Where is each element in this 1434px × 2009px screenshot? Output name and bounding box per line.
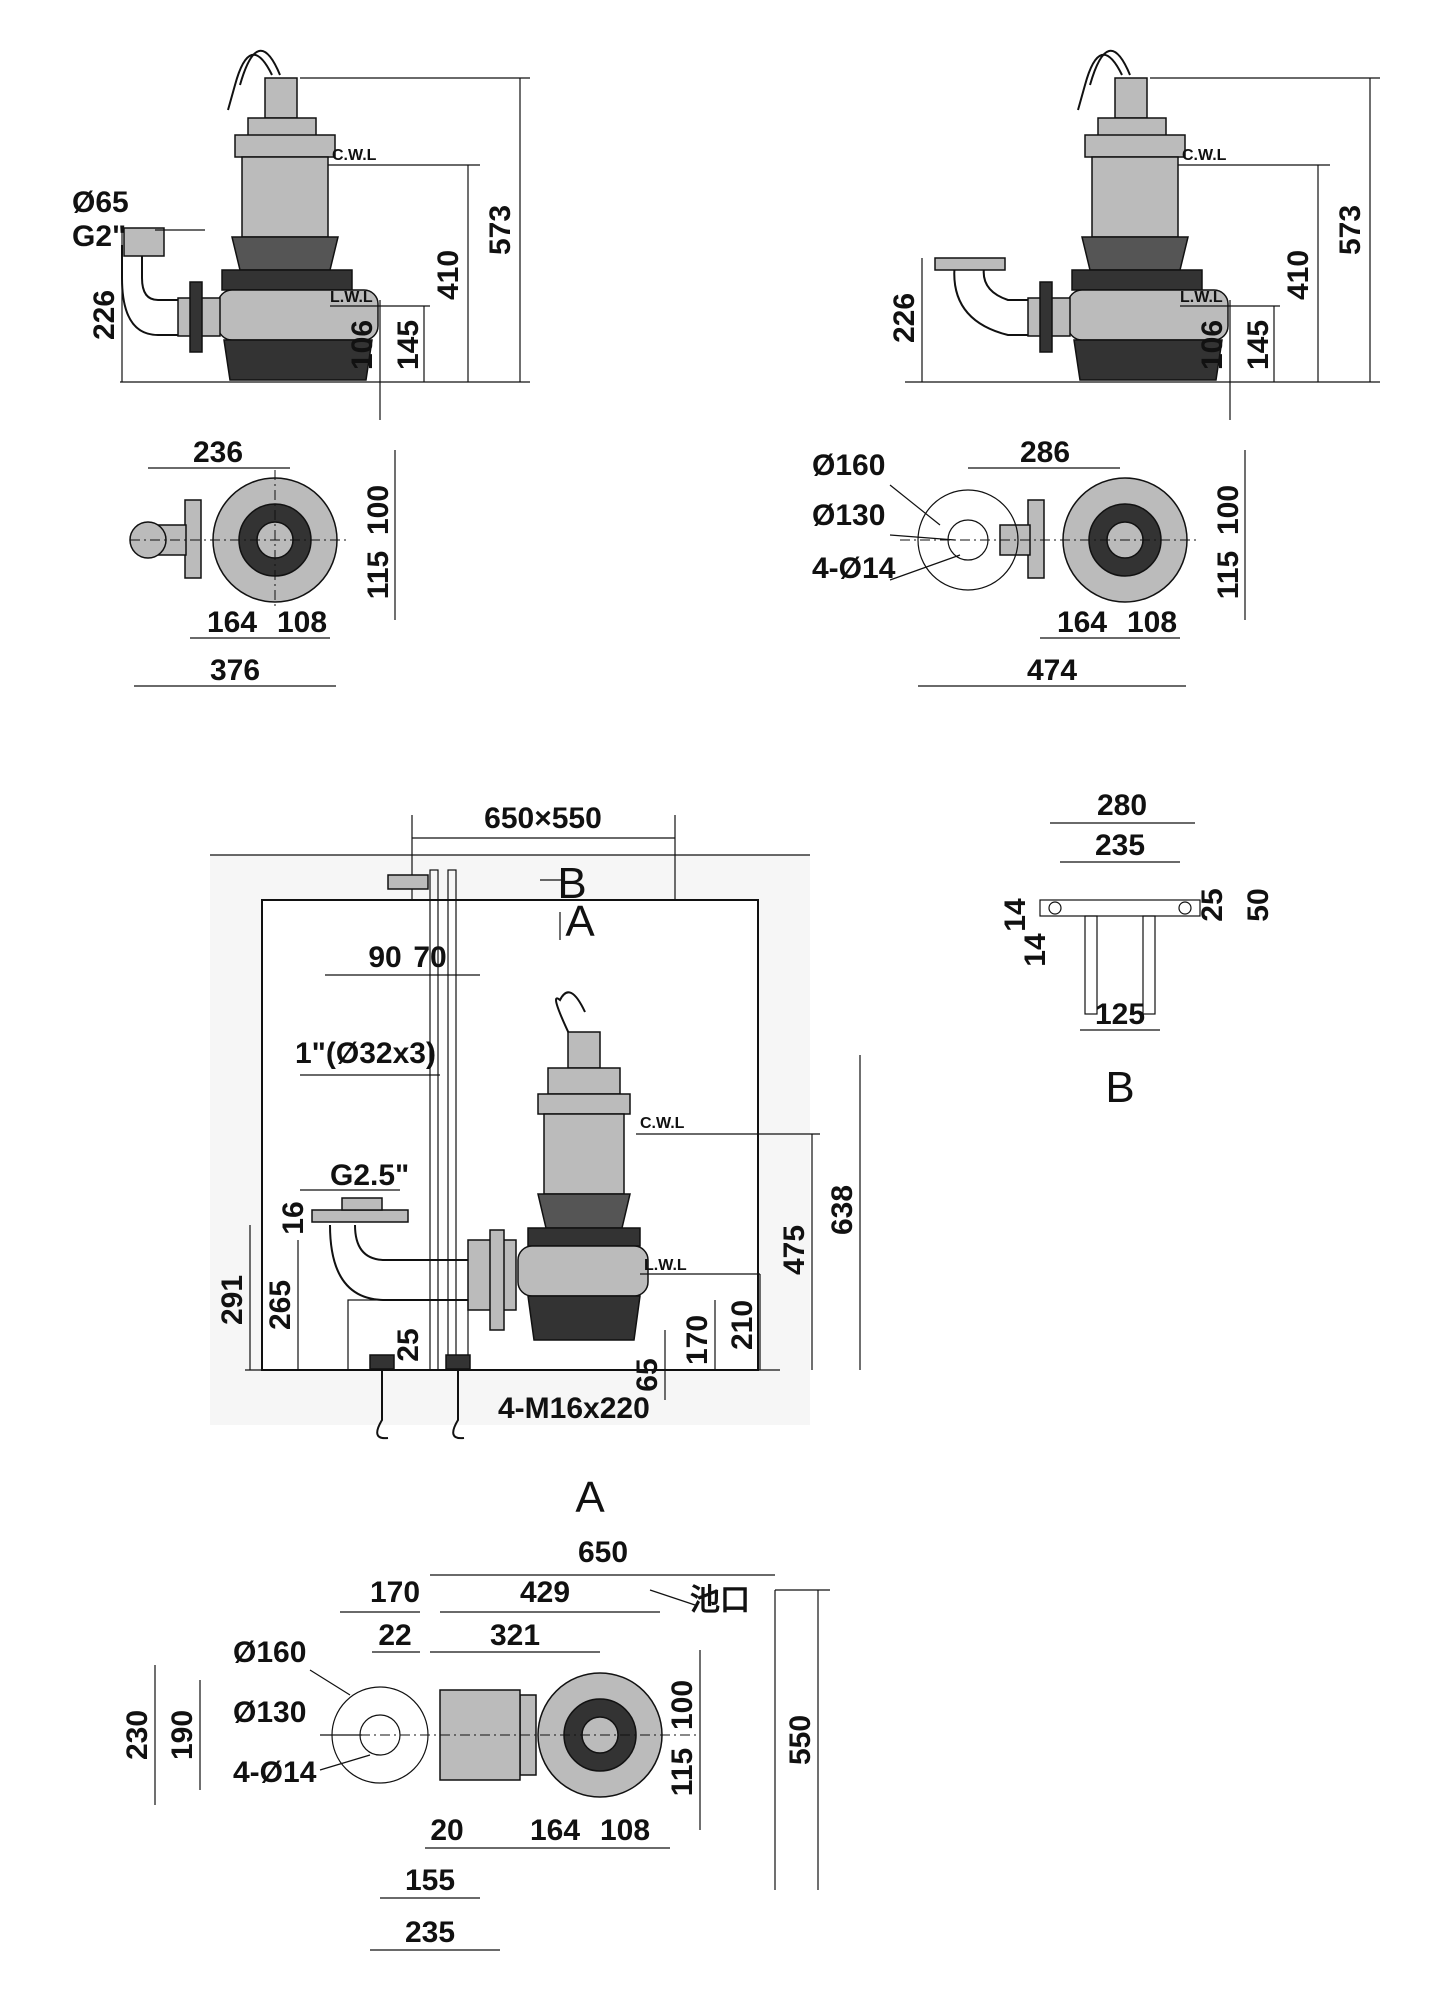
dim-235: 235: [1095, 829, 1145, 862]
dim-164: 164: [207, 606, 257, 639]
dim-106: 106: [346, 320, 379, 370]
dim-108: 108: [1127, 606, 1177, 639]
label-g2: G2": [72, 220, 126, 253]
cwl-label: C.W.L: [332, 147, 377, 164]
dim-108: 108: [277, 606, 327, 639]
dim-164: 164: [530, 1814, 580, 1847]
dim-16: 16: [277, 1201, 310, 1234]
dim-115: 115: [666, 1748, 699, 1796]
detail-b-view: 280 235 125 25 50 14 14 B: [999, 789, 1275, 1112]
dim-230: 230: [121, 1710, 154, 1760]
dim-190: 190: [166, 1710, 199, 1760]
pit-section-view: 650×550 B A 90 70 1"(Ø32x3) C.W.L L.W.L: [210, 802, 861, 1440]
label-phi130: Ø130: [812, 499, 885, 532]
dim-145: 145: [392, 320, 425, 370]
plan-view-right: 286 Ø160 Ø130 4-Ø14 100 115 164 108 474: [812, 436, 1246, 687]
dim-22: 22: [378, 1619, 411, 1652]
plan-view-left: 236 100 115 164 108 376: [129, 436, 396, 687]
label-phi65: Ø65: [72, 186, 129, 219]
dim-25: 25: [1196, 888, 1229, 921]
dim-65: 65: [631, 1358, 664, 1391]
dim-100: 100: [362, 485, 395, 535]
label-phi130: Ø130: [233, 1696, 306, 1729]
label-g25: G2.5": [330, 1159, 409, 1192]
dim-235: 235: [405, 1916, 455, 1949]
lwl-label: L.W.L: [330, 289, 373, 306]
elevation-view-left: C.W.L L.W.L 573 410 145 106 226 Ø65 G2": [72, 50, 530, 420]
dim-108: 108: [600, 1814, 650, 1847]
lwl-label: L.W.L: [1180, 289, 1223, 306]
dim-125: 125: [1095, 998, 1145, 1031]
dim-115: 115: [362, 551, 395, 599]
detail-b-title: B: [1105, 1063, 1134, 1112]
dim-638: 638: [826, 1185, 859, 1235]
dim-20: 20: [430, 1814, 463, 1847]
dim-410: 410: [1282, 250, 1315, 300]
dim-100: 100: [1212, 485, 1245, 535]
label-pipe-1in: 1"(Ø32x3): [295, 1037, 436, 1070]
view-a-plan: A 650 429 170 22 321 池口 Ø160 Ø130 4-Ø14: [121, 1473, 830, 1951]
dim-70: 70: [413, 941, 446, 974]
dim-90: 90: [368, 941, 401, 974]
dim-164: 164: [1057, 606, 1107, 639]
dim-14a: 14: [999, 898, 1032, 932]
dim-286: 286: [1020, 436, 1070, 469]
dim-573: 573: [1334, 205, 1367, 255]
dim-280: 280: [1097, 789, 1147, 822]
dim-236: 236: [193, 436, 243, 469]
dim-550: 550: [784, 1715, 817, 1765]
dim-50: 50: [1242, 888, 1275, 921]
dim-210: 210: [726, 1300, 759, 1350]
dim-106: 106: [1196, 320, 1229, 370]
dim-475: 475: [778, 1225, 811, 1275]
dim-145: 145: [1242, 320, 1275, 370]
dim-474: 474: [1027, 654, 1077, 687]
dim-25: 25: [392, 1328, 425, 1361]
dim-115: 115: [1212, 551, 1245, 599]
cwl-label: C.W.L: [1182, 147, 1227, 164]
dim-321: 321: [490, 1619, 540, 1652]
dim-155: 155: [405, 1864, 455, 1897]
lwl-label: L.W.L: [644, 1257, 687, 1274]
dim-410: 410: [432, 250, 465, 300]
dim-226: 226: [888, 293, 921, 343]
cwl-label: C.W.L: [640, 1115, 685, 1132]
dim-429: 429: [520, 1576, 570, 1609]
elevation-view-right: C.W.L L.W.L 573 410 145 106 226: [888, 50, 1380, 420]
label-phi160: Ø160: [812, 449, 885, 482]
dim-573: 573: [484, 205, 517, 255]
dim-170: 170: [681, 1315, 714, 1365]
dim-226: 226: [88, 290, 121, 340]
dim-650x550: 650×550: [484, 802, 602, 835]
dim-376: 376: [210, 654, 260, 687]
dim-291: 291: [216, 1275, 249, 1325]
label-pit: 池口: [690, 1584, 750, 1617]
dim-170: 170: [370, 1576, 420, 1609]
label-4phi14: 4-Ø14: [233, 1756, 317, 1789]
dim-14b: 14: [1019, 933, 1052, 967]
label-bolts: 4-M16x220: [498, 1392, 650, 1425]
dim-100: 100: [666, 1680, 699, 1730]
view-a-title: A: [575, 1473, 605, 1522]
label-4phi14: 4-Ø14: [812, 552, 896, 585]
dim-265: 265: [264, 1280, 297, 1330]
label-phi160: Ø160: [233, 1636, 306, 1669]
dim-650: 650: [578, 1536, 628, 1569]
marker-a: A: [565, 897, 595, 946]
marker-b: B: [557, 859, 586, 908]
